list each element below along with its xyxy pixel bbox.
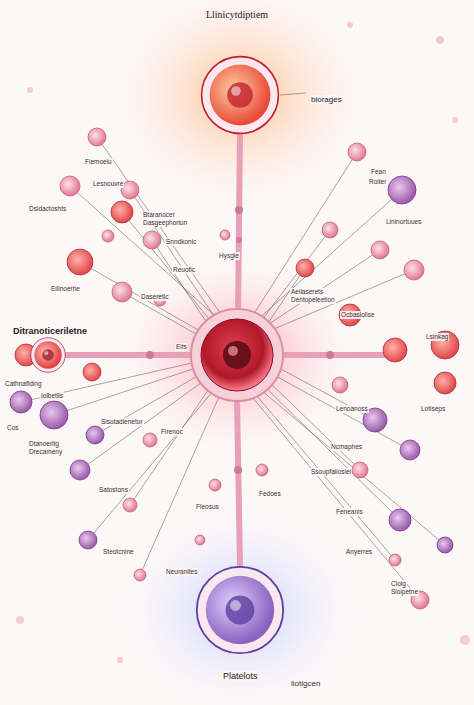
cell-label: Dasgeephoriun [142, 219, 188, 227]
cell-label: Lesnouvre [92, 180, 124, 188]
label-wrap: Fedoes [258, 482, 282, 500]
cell-label: Dtanoeritg [28, 440, 60, 448]
stem-knots [146, 206, 334, 474]
cell-label: Reuofic [172, 266, 196, 274]
cell-label: Lsinkag [425, 333, 449, 341]
label-wrap: Fiemoelu [84, 150, 113, 168]
label-wrap: liotigcen [290, 672, 321, 690]
cell-label: Cloig [390, 580, 407, 588]
label-wrap: Firenoc [160, 420, 184, 438]
label-wrap: Dasgeephoriun [142, 211, 188, 229]
cell-label: Anyerres [345, 548, 373, 556]
diagram-title: Llinicytdiptiem [206, 9, 268, 20]
label-wrap: Lenoanoss [335, 397, 369, 415]
label-wrap: Anyerres [345, 540, 373, 558]
cell-circle: Ditranoticeriletne [30, 337, 66, 373]
cell-label: Feneanis [335, 508, 364, 516]
cell-label: Lininortuues [385, 218, 422, 226]
label-wrap: Iolbetlis [40, 384, 64, 402]
cell-name: Platelots [222, 671, 259, 681]
cell-label: Eits [175, 343, 188, 351]
cell-label: Neuranites [165, 568, 198, 576]
cell-name: biorages [310, 95, 343, 104]
label-wrap: Reuofic [172, 258, 196, 276]
circle-outline [195, 565, 285, 655]
cell-label: Firenoc [160, 428, 184, 436]
leader-lines [21, 93, 445, 600]
label-wrap: Cathnaflding [4, 372, 43, 390]
cell-label: Snndkonic [165, 238, 197, 246]
label-wrap: Hysgle [218, 244, 240, 262]
label-wrap: Sisutadienetur [100, 410, 144, 428]
label-wrap: Eilinoerhe [50, 277, 81, 295]
cell-label: Satostons [98, 486, 129, 494]
node-text-wrap: biorages [310, 88, 343, 106]
label-wrap: Dentopeleetion [290, 288, 336, 306]
label-wrap: Eits [175, 335, 188, 353]
label-wrap: Ssoupfaliosiel [310, 460, 352, 478]
label-wrap: Roiter [368, 170, 387, 188]
label-wrap: Feneanis [335, 500, 364, 518]
cell-label: Roiter [368, 178, 387, 186]
cell-label: Lenoanoss [335, 405, 369, 413]
cell-label: Cathnaflding [4, 380, 43, 388]
cell-label: Ssoupfaliosiel [310, 468, 352, 476]
cell-label: Cos [6, 424, 20, 432]
circle-outline [200, 55, 280, 135]
cell-label: Fedoes [258, 490, 282, 498]
cell-label: Aeilaserets [290, 288, 324, 296]
cell-label: Dentopeleetion [290, 296, 336, 304]
label-wrap: Lsinkag [425, 325, 449, 343]
label-wrap: Ncmaphes [330, 435, 363, 453]
label-wrap: Ocbasiolise [340, 303, 376, 321]
cell-label: Iolbetlis [40, 392, 64, 400]
cell-label: Fleosus [195, 503, 220, 511]
cell-label: Sisutadienetur [100, 418, 144, 426]
cell-label: Hysgle [218, 252, 240, 260]
cell-label: Steotcnine [102, 548, 135, 556]
nucleus-circle: biorages [200, 55, 280, 135]
label-wrap: Cos [6, 416, 20, 434]
label-wrap: Dsidactoshts [28, 197, 67, 215]
node-text-wrap: Ditranoticeriletne [12, 320, 88, 338]
label-wrap: Snndkonic [165, 230, 197, 248]
central-hub [191, 309, 283, 401]
pink-cells [60, 128, 429, 609]
label-wrap: Lesnouvre [92, 172, 124, 190]
purple-cells [10, 176, 453, 553]
label-wrap: Fean [370, 160, 387, 178]
cell-label: Fiemoelu [84, 158, 113, 166]
label-wrap: Sloipetne [390, 580, 419, 598]
cell-label: Sloipetne [390, 588, 419, 596]
cell-label: Drecameny [28, 448, 63, 456]
floating-dots [16, 22, 470, 663]
stems [66, 135, 395, 565]
circle-outline [30, 337, 66, 373]
cell-label: Eilinoerhe [50, 285, 81, 293]
label-wrap: Steotcnine [102, 540, 135, 558]
cell-label: Ncmaphes [330, 443, 363, 451]
label-wrap: Lotiseps [420, 397, 446, 415]
cell-label: Dsidactoshts [28, 205, 67, 213]
cell-name: Ditranoticeriletne [12, 326, 88, 336]
cell-label: Fean [370, 168, 387, 176]
label-wrap: Satostons [98, 478, 129, 496]
cell-label: Daseretic [140, 293, 169, 301]
cell-label: Ocbasiolise [340, 311, 376, 319]
label-wrap: Fleosus [195, 495, 220, 513]
red-cells [15, 201, 459, 394]
cell-label: Btaranocer [142, 211, 176, 219]
title-wrap: Llinicytdiptiem [0, 4, 474, 22]
cell-label: Lotiseps [420, 405, 446, 413]
background-glow [110, 0, 370, 705]
label-wrap: Drecameny [28, 440, 63, 458]
label-wrap: Daseretic [140, 285, 169, 303]
node-text-wrap: Platelots [222, 665, 259, 683]
cell-label: liotigcen [290, 680, 321, 688]
label-wrap: Lininortuues [385, 210, 422, 228]
label-wrap: Neuranites [165, 560, 198, 578]
platelet-circle: Platelots [195, 565, 285, 655]
